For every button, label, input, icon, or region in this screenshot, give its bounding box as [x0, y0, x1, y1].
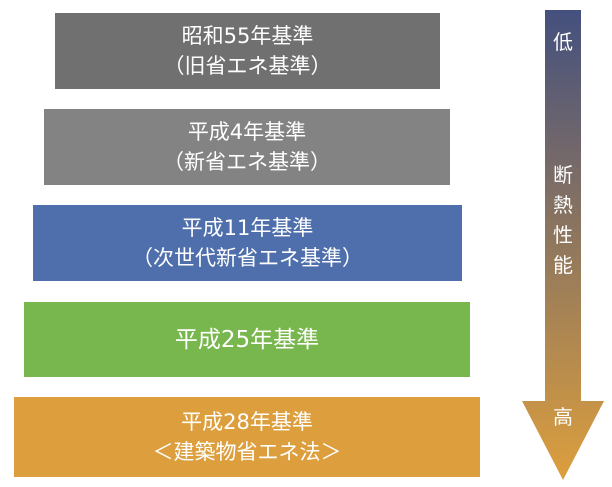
level-title: 平成28年基準	[181, 410, 313, 434]
level-heisei28: 平成28年基準 ＜建築物省エネ法＞	[14, 397, 480, 477]
level-title: 平成25年基準	[174, 326, 320, 353]
level-title: 平成4年基準	[187, 120, 307, 144]
level-title: 昭和55年基準	[181, 24, 314, 48]
arrow-axis-label: 断 熱 性 能	[543, 160, 583, 280]
arrow-high-label: 高	[553, 405, 573, 429]
level-heisei25: 平成25年基準	[24, 302, 470, 377]
level-title: 平成11年基準	[181, 216, 314, 240]
axis-char: 性	[553, 223, 573, 247]
level-heisei4: 平成4年基準 （新省エネ基準）	[44, 109, 450, 185]
level-subtitle: （旧省エネ基準）	[163, 54, 332, 78]
arrow-low-label: 低	[553, 30, 573, 54]
arrow-shape	[522, 10, 604, 480]
performance-arrow	[522, 10, 604, 480]
level-subtitle: （新省エネ基準）	[163, 150, 331, 174]
axis-char: 熱	[553, 193, 573, 217]
level-showa55: 昭和55年基準 （旧省エネ基準）	[55, 13, 440, 89]
axis-char: 能	[553, 253, 573, 277]
axis-char: 断	[553, 163, 573, 187]
level-subtitle: （次世代新省エネ基準）	[132, 246, 363, 270]
level-heisei11: 平成11年基準 （次世代新省エネ基準）	[33, 205, 462, 281]
level-subtitle: ＜建築物省エネ法＞	[152, 440, 342, 464]
